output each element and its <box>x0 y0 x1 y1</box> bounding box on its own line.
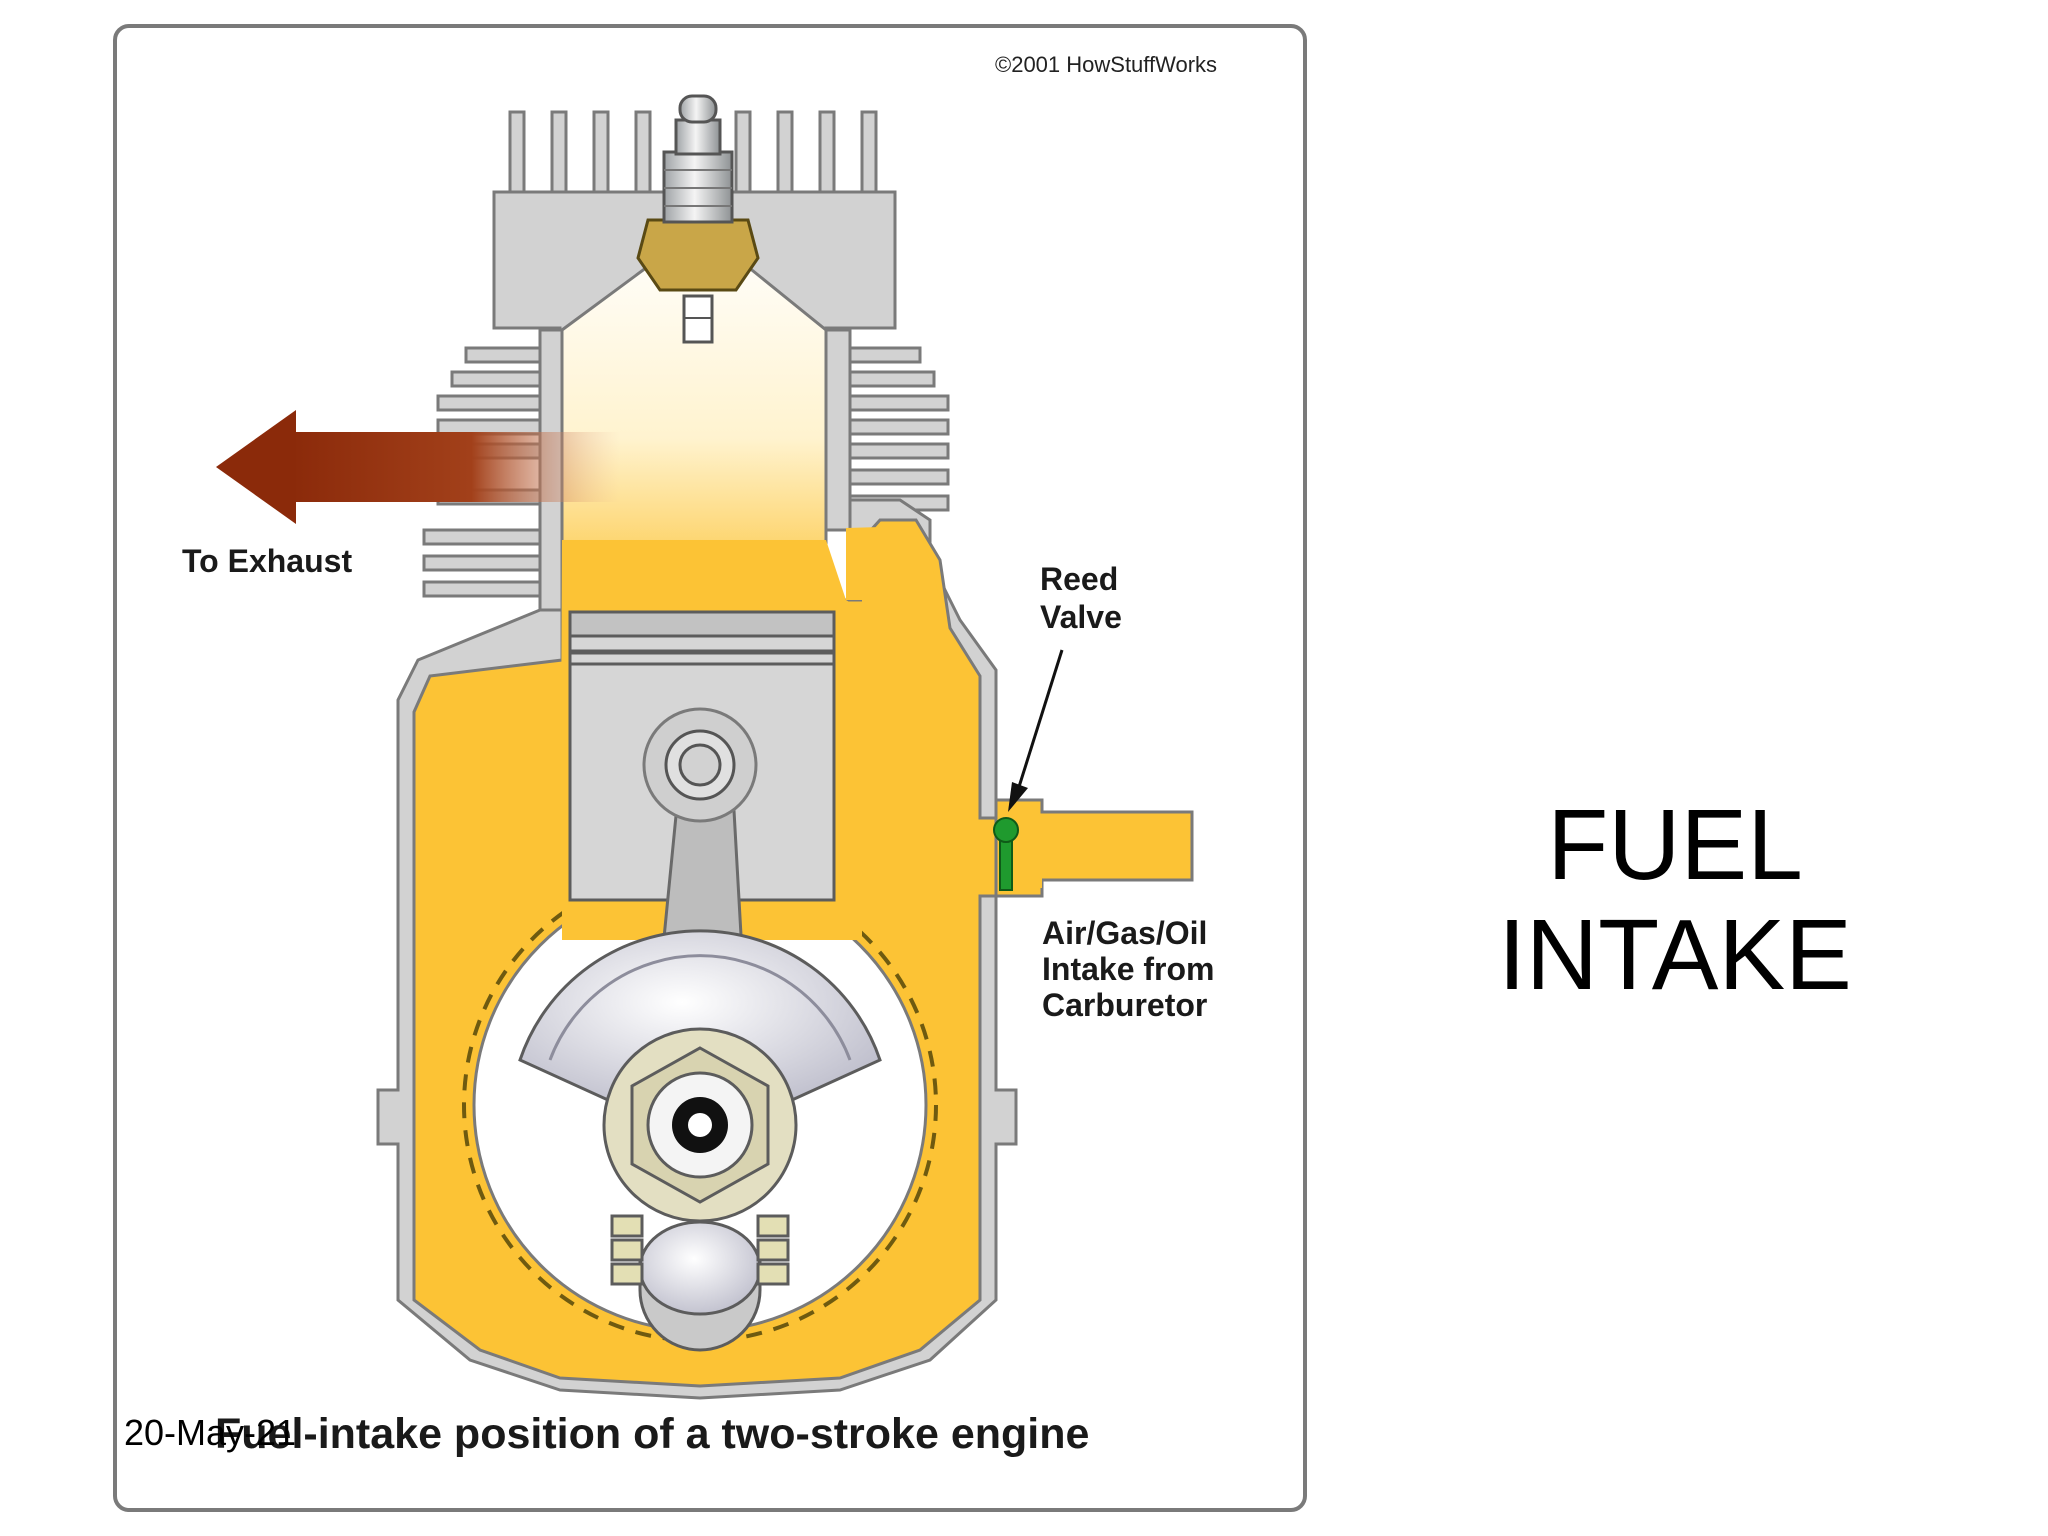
transfer-port <box>846 526 944 620</box>
label-reed-line1: Reed <box>1040 561 1118 597</box>
label-to-exhaust: To Exhaust <box>182 543 352 579</box>
crank-counterweight <box>518 929 882 1112</box>
label-intake-line1: Air/Gas/Oil <box>1042 915 1207 951</box>
slide-title-line1: FUEL <box>1547 789 1803 901</box>
label-intake-line2: Intake from <box>1042 951 1214 987</box>
cylinder-wall-right <box>824 328 852 532</box>
slide-date: 20-May-21 <box>124 1412 297 1453</box>
label-reed-line2: Valve <box>1040 599 1122 635</box>
exhaust-arrow-icon <box>216 410 620 524</box>
reed-valve-icon <box>993 817 1019 891</box>
slide-title: FUEL INTAKE <box>1440 790 1910 1010</box>
head-fins <box>508 110 878 204</box>
copyright-text: ©2001 HowStuffWorks <box>995 52 1217 77</box>
slide-title-line2: INTAKE <box>1498 899 1852 1011</box>
label-intake-line3: Carburetor <box>1042 987 1207 1023</box>
reed-valve-leader <box>1008 649 1064 812</box>
spark-plug-icon <box>636 94 760 344</box>
figure-caption: Fuel-intake position of a two-stroke eng… <box>215 1410 1089 1458</box>
bearing-bolts <box>610 1214 790 1286</box>
